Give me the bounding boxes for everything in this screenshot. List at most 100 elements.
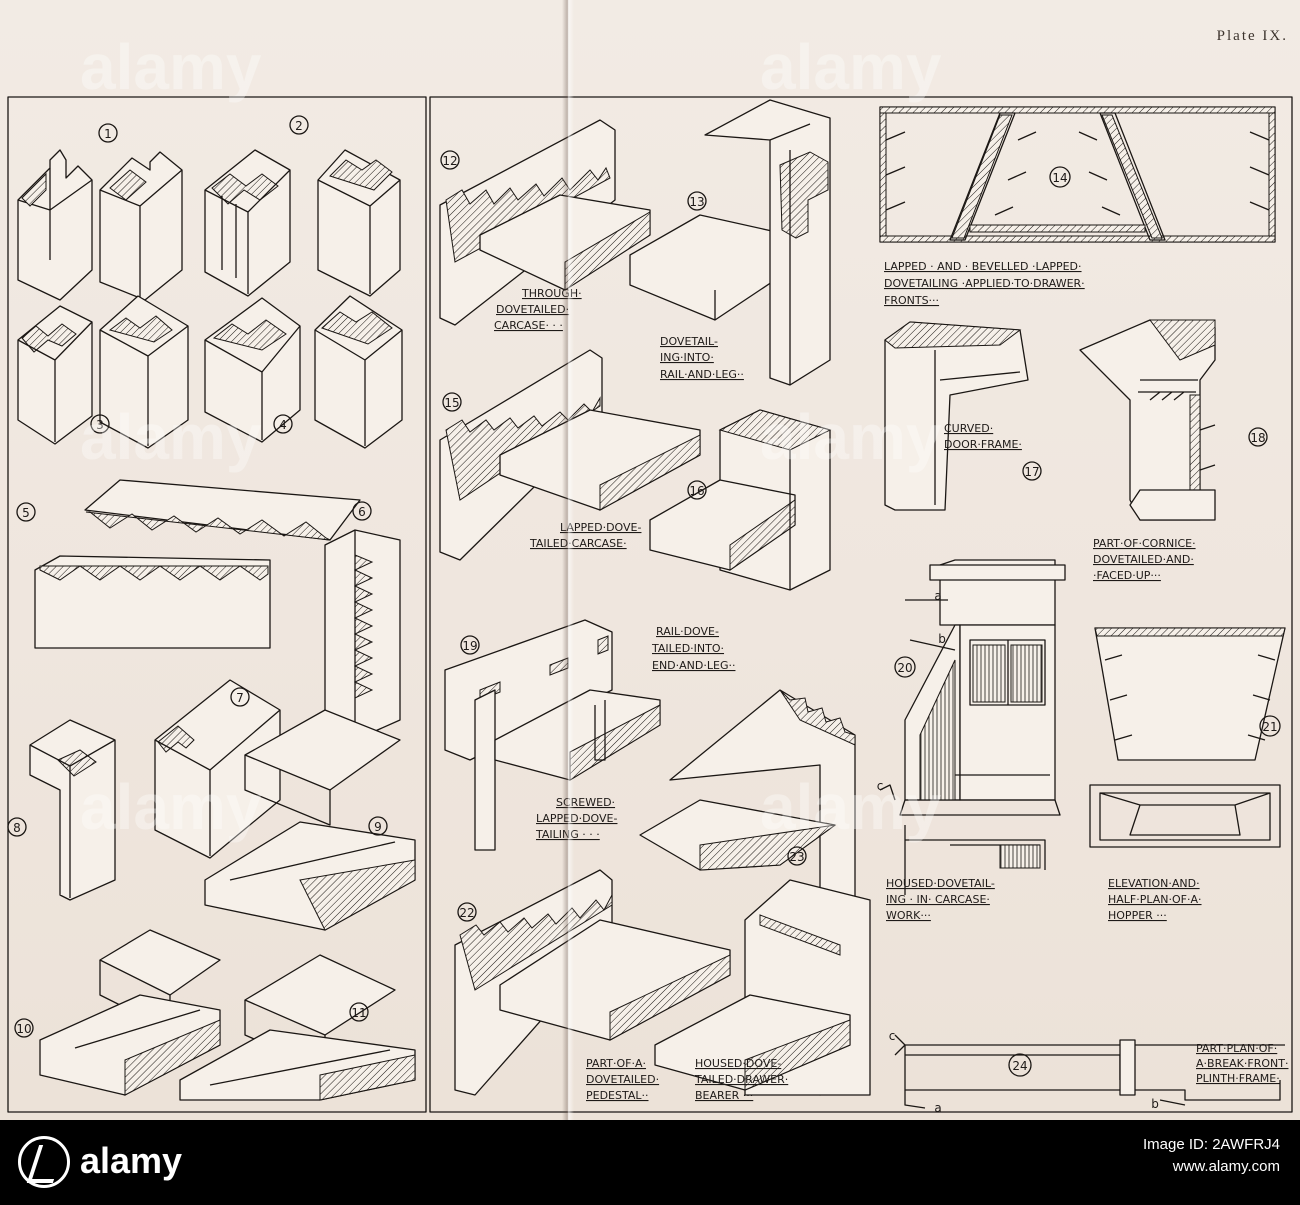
svg-text:ELEVATION·AND·: ELEVATION·AND·: [1108, 877, 1200, 890]
fig-number-9: 9: [374, 820, 382, 834]
fig-number-21: 21: [1262, 720, 1277, 734]
letter-a-fig20: a: [934, 589, 941, 603]
caption-cornice: PART·OF·CORNICE· DOVETAILED·AND· ·FACED·…: [1093, 537, 1196, 582]
fig-14: [879, 106, 1276, 243]
fig-17: [884, 321, 1029, 511]
svg-text:WORK···: WORK···: [886, 909, 931, 922]
fig-number-10: 10: [16, 1022, 31, 1036]
svg-text:HALF·PLAN·OF·A·: HALF·PLAN·OF·A·: [1108, 893, 1202, 906]
caption-plinth: PART·PLAN·OF· A·BREAK·FRONT· PLINTH·FRAM…: [1196, 1042, 1288, 1085]
plate-page: Plate IX.: [0, 0, 1300, 1120]
svg-text:TAILED·CARCASE·: TAILED·CARCASE·: [529, 537, 627, 550]
book-fold-crease: [562, 0, 574, 1120]
fig-number-24: 24: [1012, 1059, 1027, 1073]
svg-text:PART·OF·A·: PART·OF·A·: [586, 1057, 646, 1070]
svg-text:TAILED·DRAWER·: TAILED·DRAWER·: [694, 1073, 788, 1086]
letter-c-fig24: c: [889, 1029, 896, 1043]
caption-dovetailing-rail-leg: DOVETAIL- ING·INTO· RAIL·AND·LEG··: [660, 335, 744, 381]
svg-text:LAPPED·DOVE-: LAPPED·DOVE-: [560, 521, 641, 534]
watermark-brand: alamy: [80, 1140, 183, 1181]
fig-number-3: 3: [96, 418, 104, 432]
svg-text:PART·OF·CORNICE·: PART·OF·CORNICE·: [1093, 537, 1196, 550]
fig-number-5: 5: [22, 506, 30, 520]
fig-number-11: 11: [351, 1006, 366, 1020]
svg-text:·FACED·UP···: ·FACED·UP···: [1093, 569, 1161, 582]
alamy-logo-icon: [18, 1136, 70, 1188]
fig-number-1: 1: [104, 127, 112, 141]
right-figure-numbers: [440, 150, 1281, 1077]
fig-16: [649, 409, 832, 591]
caption-lapped-bevelled: LAPPED · AND · BEVELLED ·LAPPED· DOVETAI…: [884, 260, 1085, 307]
fig-13: [629, 99, 831, 386]
fig-number-6: 6: [358, 505, 366, 519]
fig-9: [204, 709, 416, 931]
svg-text:CARCASE· · ·: CARCASE· · ·: [494, 319, 563, 332]
fig-15: [439, 349, 701, 561]
svg-text:PART·PLAN·OF·: PART·PLAN·OF·: [1196, 1042, 1277, 1055]
fig-number-16: 16: [689, 484, 704, 498]
svg-text:HOUSED·DOVE-: HOUSED·DOVE-: [695, 1057, 781, 1070]
fig-20: [879, 559, 1066, 895]
svg-text:ING·INTO·: ING·INTO·: [660, 351, 714, 364]
letter-a-fig24: a: [934, 1101, 941, 1115]
fig-2: [204, 149, 401, 297]
right-panel-frame: [429, 96, 1293, 1113]
fig-number-2: 2: [295, 119, 303, 133]
svg-text:A·BREAK·FRONT·: A·BREAK·FRONT·: [1196, 1057, 1288, 1070]
svg-text:ING · IN· CARCASE·: ING · IN· CARCASE·: [886, 893, 990, 906]
fig-5: [34, 479, 361, 649]
caption-pedestal: PART·OF·A· DOVETAILED· PEDESTAL··: [586, 1057, 659, 1102]
fig-18: [1079, 319, 1216, 521]
site-url-text: www.alamy.com: [1172, 1158, 1280, 1175]
svg-text:TAILED·INTO·: TAILED·INTO·: [651, 642, 724, 655]
letter-b-fig24: b: [1151, 1097, 1159, 1111]
fig-7: [154, 679, 281, 859]
svg-text:LAPPED · AND · BEVELLED ·LAPPE: LAPPED · AND · BEVELLED ·LAPPED·: [884, 260, 1082, 273]
fig-4: [204, 295, 403, 449]
caption-lapped-dovetailed-carcase: LAPPED·DOVE- TAILED·CARCASE·: [529, 521, 641, 550]
fig-1: [17, 149, 183, 301]
caption-rail-dovetailed: RAIL·DOVE- TAILED·INTO· END·AND·LEG··: [651, 625, 735, 672]
left-panel-frame: [7, 96, 427, 1113]
caption-drawer-bearer: HOUSED·DOVE- TAILED·DRAWER· BEARER ···: [694, 1057, 788, 1102]
svg-text:DOVETAILED·: DOVETAILED·: [496, 303, 569, 316]
svg-text:PEDESTAL··: PEDESTAL··: [586, 1089, 649, 1102]
fig-number-23: 23: [789, 850, 804, 864]
svg-text:DOVETAILED·AND·: DOVETAILED·AND·: [1093, 553, 1194, 566]
fig-number-13: 13: [689, 195, 704, 209]
svg-text:DOVETAILING ·APPLIED·TO·DRAWER: DOVETAILING ·APPLIED·TO·DRAWER·: [884, 277, 1085, 290]
fig-number-17: 17: [1024, 465, 1039, 479]
fig-11: [179, 954, 416, 1101]
fig-number-7: 7: [236, 691, 244, 705]
svg-text:DOOR·FRAME·: DOOR·FRAME·: [944, 438, 1022, 451]
svg-text:LAPPED·DOVE-: LAPPED·DOVE-: [536, 812, 617, 825]
joinery-plate-drawing: 1 2 3 4 5 6 7 8 9 10 11: [7, 96, 1293, 1115]
svg-text:PLINTH·FRAME·: PLINTH·FRAME·: [1196, 1072, 1280, 1085]
fig-23: [654, 879, 871, 1096]
caption-hopper: ELEVATION·AND· HALF·PLAN·OF·A· HOPPER ··…: [1108, 877, 1202, 922]
fig-number-18: 18: [1250, 431, 1265, 445]
letter-b-fig20: b: [938, 632, 946, 646]
caption-housed-carcase: HOUSED·DOVETAIL- ING · IN· CARCASE· WORK…: [886, 877, 995, 922]
left-figure-numbers: [7, 115, 388, 1038]
fig-21: [1089, 627, 1286, 848]
svg-text:DOVETAIL-: DOVETAIL-: [660, 335, 718, 348]
plate-number: Plate IX.: [1216, 28, 1288, 44]
fig-24: [894, 1034, 1285, 1109]
fig-8: [29, 719, 116, 901]
svg-text:RAIL·DOVE-: RAIL·DOVE-: [656, 625, 719, 638]
fig-number-15: 15: [444, 396, 459, 410]
svg-text:CURVED·: CURVED·: [944, 422, 993, 435]
svg-text:FRONTS···: FRONTS···: [884, 294, 939, 307]
svg-text:HOPPER ···: HOPPER ···: [1108, 909, 1167, 922]
fig-3: [17, 295, 189, 449]
fig-number-20: 20: [897, 661, 912, 675]
caption-screwed-lapped: SCREWED· LAPPED·DOVE- TAILING · · ·: [535, 796, 617, 841]
fig-10: [39, 929, 221, 1096]
fig-number-4: 4: [279, 418, 287, 432]
svg-text:RAIL·AND·LEG··: RAIL·AND·LEG··: [660, 368, 744, 381]
watermark-footer-bar: [0, 1120, 1300, 1205]
fig-number-22: 22: [459, 906, 474, 920]
fig-6: [324, 529, 401, 741]
caption-curved-door-frame: CURVED· DOOR·FRAME·: [944, 422, 1022, 451]
